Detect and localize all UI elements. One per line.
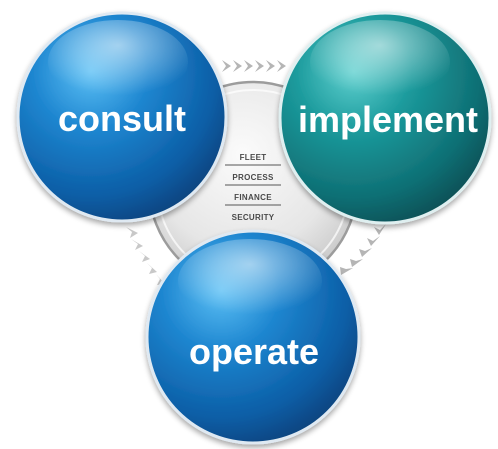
- arrows-left: [126, 227, 165, 285]
- hub-item-security: SECURITY: [232, 213, 275, 222]
- sphere-label-operate: operate: [189, 331, 319, 372]
- chevron-arrow-icon: [255, 60, 264, 72]
- sphere-operate: operate: [145, 229, 361, 445]
- sphere-label-implement: implement: [298, 99, 478, 140]
- chevron-arrow-icon: [359, 248, 372, 257]
- sphere-consult: consult: [16, 11, 228, 223]
- implement-sphere-highlight: [310, 20, 450, 104]
- chevron-arrow-icon: [131, 239, 143, 250]
- chevron-arrow-icon: [340, 267, 353, 275]
- arrows-right: [340, 224, 386, 275]
- chevron-arrow-icon: [367, 236, 380, 246]
- chevron-arrow-icon: [244, 60, 253, 72]
- consult-sphere-highlight: [48, 20, 188, 104]
- chevron-arrow-icon: [126, 227, 138, 238]
- operate-sphere-highlight: [178, 239, 322, 323]
- chevron-arrow-icon: [374, 224, 386, 235]
- chevron-arrow-icon: [222, 60, 231, 72]
- chevron-arrow-icon: [350, 259, 363, 267]
- sphere-implement: implement: [278, 11, 492, 225]
- hub-item-fleet: FLEET: [240, 153, 267, 162]
- sphere-label-consult: consult: [58, 98, 186, 139]
- chevron-arrow-icon: [277, 60, 286, 72]
- arrows-top: [222, 60, 286, 72]
- hub-item-process: PROCESS: [232, 173, 274, 182]
- hub-item-finance: FINANCE: [234, 193, 272, 202]
- chevron-arrow-icon: [233, 60, 242, 72]
- chevron-arrow-icon: [139, 251, 150, 262]
- chevron-arrow-icon: [147, 263, 157, 274]
- hub-list: FLEET PROCESS FINANCE SECURITY: [225, 153, 281, 222]
- chevron-arrow-icon: [266, 60, 275, 72]
